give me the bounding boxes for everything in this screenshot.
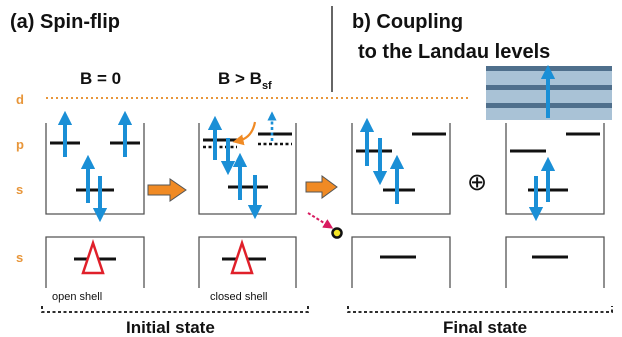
level-label-s-lower: s [16, 250, 23, 265]
panel-a-title: (a) Spin-flip [10, 11, 120, 33]
condition-b-sf: B > Bsf [218, 69, 272, 92]
oplus-symbol: ⊕ [467, 168, 487, 196]
final-state-bracket [347, 306, 613, 313]
photon-icon [331, 227, 343, 239]
column-final-2 [505, 123, 605, 288]
level-label-d: d [16, 92, 24, 107]
column-b-greater-bsf: closed shell [198, 111, 297, 303]
valence-box [45, 236, 145, 288]
panel-b-title-line1: b) Coupling [352, 11, 463, 33]
conduction-box [505, 123, 605, 215]
conduction-box [45, 123, 145, 215]
conduction-box [198, 123, 297, 215]
valence-box [351, 236, 451, 288]
panel-b-title-line2: to the Landau levels [358, 41, 550, 63]
hole-triangle-icon [81, 239, 105, 275]
valence-box [505, 236, 605, 288]
caption-closed-shell: closed shell [210, 291, 267, 303]
column-b-zero: open shell [45, 110, 145, 303]
initial-state-bracket [41, 306, 309, 313]
level-label-s-upper: s [16, 182, 23, 197]
transition-arrow-icon [147, 178, 187, 202]
photon-emission-arrow-icon [307, 212, 334, 229]
column-final-1 [351, 117, 451, 288]
initial-state-label: Initial state [126, 318, 215, 337]
conduction-box [351, 123, 451, 215]
landau-levels-inset [486, 64, 612, 120]
transition-arrow-icon [305, 175, 338, 199]
hole-triangle-icon [230, 239, 254, 275]
spin-flip-curved-arrow-icon [232, 121, 257, 146]
valence-box [198, 236, 297, 288]
level-label-p: p [16, 137, 24, 152]
condition-b-zero: B = 0 [80, 69, 121, 88]
caption-open-shell: open shell [52, 291, 102, 303]
final-state-label: Final state [443, 318, 527, 337]
